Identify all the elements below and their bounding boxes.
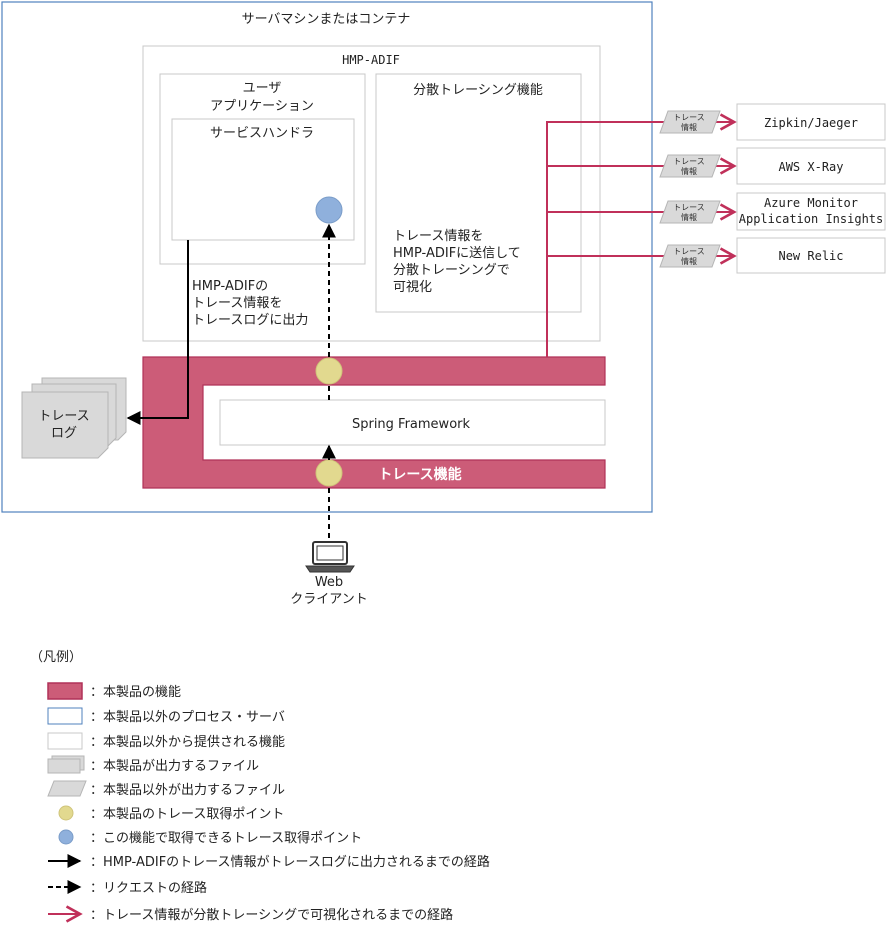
legend-swatch-external-function bbox=[47, 732, 83, 750]
backend-azure-label-1: Azure Monitor bbox=[764, 196, 858, 210]
legend-swatch-trace-point bbox=[58, 805, 74, 821]
hmp-adif-title: HMP-ADIF bbox=[342, 53, 400, 67]
legend-swatch-product bbox=[47, 682, 83, 700]
service-handler-title: サービスハンドラ bbox=[210, 126, 314, 141]
backend-azure-box bbox=[736, 192, 886, 231]
log-output-note-3: トレースログに出力 bbox=[192, 313, 308, 328]
tag-text-2: 情報 bbox=[681, 166, 697, 176]
legend-swatch-service-point bbox=[58, 829, 74, 845]
tag-text-2: 情報 bbox=[681, 212, 697, 222]
distributed-tracing-title: 分散トレーシング機能 bbox=[413, 83, 543, 98]
backend-aws-label: AWS X-Ray bbox=[778, 160, 843, 174]
legend-text-9: ：トレース情報が分散トレーシングで可視化されるまでの経路 bbox=[90, 907, 453, 923]
client-label-1: Web bbox=[315, 575, 343, 590]
distributed-tracing-desc-3: 分散トレーシングで bbox=[393, 263, 510, 278]
tag-text-1: トレース bbox=[673, 113, 705, 122]
trace-point-lower bbox=[315, 459, 343, 487]
trace-info-tag-aws: トレース 情報 bbox=[659, 154, 721, 178]
tag-text-1: トレース bbox=[673, 157, 705, 166]
tag-text-1: トレース bbox=[673, 203, 705, 212]
legend-text-3: ：本製品が出力するファイル bbox=[90, 759, 259, 774]
tag-text-2: 情報 bbox=[681, 122, 697, 132]
legend-text-8: ：リクエストの経路 bbox=[90, 880, 207, 896]
spring-framework-label: Spring Framework bbox=[352, 417, 471, 432]
backend-newrelic-label: New Relic bbox=[778, 249, 843, 263]
trace-info-tag-zipkin: トレース 情報 bbox=[659, 110, 721, 134]
trace-log-label-2: ログ bbox=[51, 426, 77, 441]
user-app-title-2: アプリケーション bbox=[210, 99, 314, 114]
trace-log-label-1: トレース bbox=[38, 409, 89, 424]
backend-aws-box bbox=[736, 147, 886, 185]
legend-text-7: ：HMP-ADIFのトレース情報がトレースログに出力されるまでの経路 bbox=[90, 854, 490, 870]
spring-framework-box bbox=[219, 399, 606, 446]
distributed-tracing-desc-4: 可視化 bbox=[393, 280, 432, 295]
legend-text-2: ：本製品以外から提供される機能 bbox=[90, 734, 285, 750]
legend-swatch-process bbox=[47, 707, 83, 725]
trace-info-tag-newrelic: トレース 情報 bbox=[659, 244, 721, 268]
backend-zipkin-box bbox=[736, 103, 886, 141]
legend-title: （凡例） bbox=[30, 650, 82, 665]
distributed-tracing-desc-1: トレース情報を bbox=[393, 229, 483, 244]
trace-log-files: トレース ログ bbox=[21, 377, 127, 459]
viz-path-trunk bbox=[546, 121, 573, 357]
trace-function-label: トレース機能 bbox=[378, 466, 461, 483]
legend-text-4: ：本製品以外が出力するファイル bbox=[90, 783, 285, 798]
trace-info-tag-azure: トレース 情報 bbox=[659, 200, 721, 224]
server-container-title: サーバマシンまたはコンテナ bbox=[242, 12, 411, 27]
log-output-note-2: トレース情報を bbox=[192, 296, 282, 311]
legend-swatch-product-file bbox=[47, 755, 85, 774]
client-label-2: クライアント bbox=[290, 592, 367, 607]
distributed-tracing-desc-2: HMP-ADIFに送信して bbox=[393, 246, 521, 261]
legend-text-6: ：この機能で取得できるトレース取得ポイント bbox=[90, 830, 362, 846]
log-output-path bbox=[126, 240, 189, 425]
legend: （凡例） ：本製品の機能 ：本製品以外のプロセス・サーバ ：本製品以外から提供さ… bbox=[30, 650, 490, 923]
backend-newrelic-box bbox=[736, 237, 886, 274]
tag-text-2: 情報 bbox=[681, 256, 697, 266]
user-app-title-1: ユーザ bbox=[243, 81, 282, 96]
laptop-icon bbox=[305, 541, 355, 573]
legend-text-1: ：本製品以外のプロセス・サーバ bbox=[90, 710, 285, 725]
legend-swatch-external-file bbox=[47, 780, 87, 797]
trace-function-frame bbox=[142, 356, 606, 489]
backend-zipkin-label: Zipkin/Jaeger bbox=[764, 116, 858, 130]
tag-text-1: トレース bbox=[673, 247, 705, 256]
trace-point-upper bbox=[315, 357, 343, 385]
log-output-note-1: HMP-ADIFの bbox=[192, 279, 268, 294]
service-trace-point bbox=[315, 196, 343, 224]
legend-text-5: ：本製品のトレース取得ポイント bbox=[90, 806, 284, 822]
backend-azure-label-2: Application Insights bbox=[739, 212, 884, 226]
legend-text-0: ：本製品の機能 bbox=[90, 685, 181, 700]
